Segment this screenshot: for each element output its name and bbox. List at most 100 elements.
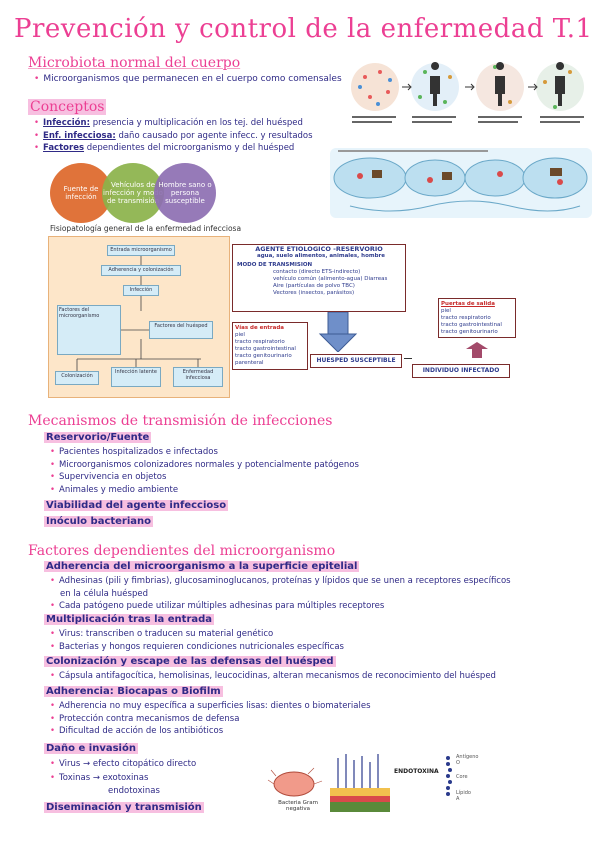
flow-box: Entrada microorganismo <box>107 245 175 256</box>
biocapas-text: Adherencia: Biocapas o Biofilm <box>44 686 223 697</box>
conceptos-heading-text: Conceptos <box>28 99 107 115</box>
bacteria-figure: Bacteria Gram negativa <box>264 762 330 818</box>
etiologico-title: AGENTE ETIOLOGICO -RESERVORIO <box>255 245 383 253</box>
venn-circle-hombre: Hombre sano o persona susceptible <box>154 163 216 223</box>
dano-virus-line: •Virus → efecto citopático directo <box>50 759 197 769</box>
list-item-text: Bacterias y hongos requieren condiciones… <box>59 641 344 652</box>
lipid-label: Lípido A <box>456 790 471 802</box>
core-label: Core <box>456 774 468 780</box>
multiplicacion-list: •Virus: transcriben o traducen su materi… <box>50 628 344 653</box>
multiplicacion-text: Multiplicación tras la entrada <box>44 614 215 625</box>
flow-box: Adherencia y colonización <box>101 265 181 276</box>
multiplicacion-subheading: Multiplicación tras la entrada <box>44 614 215 625</box>
transmission-chain-figure <box>330 148 592 218</box>
concepto-item: •Infección: presencia y multiplicación e… <box>34 118 303 128</box>
conceptos-heading: Conceptos <box>28 99 107 115</box>
list-item: en la célula huésped <box>50 588 511 601</box>
dano-toxinas-line: •Toxinas → exotoxinas <box>50 773 149 783</box>
flow-box: Factores del huésped <box>149 321 213 339</box>
list-item: •Virus: transcriben o traducen su materi… <box>50 629 274 639</box>
pathophysiology-flow: Entrada microorganismo Adherencia y colo… <box>48 236 230 398</box>
endotoxina-label: ENDOTOXINA <box>394 768 439 775</box>
concepto-text: dependientes del microorganismo y del hu… <box>86 143 295 153</box>
venn-circle-fuente: Fuente de infección <box>50 163 112 223</box>
list-item-text: Animales y medio ambiente <box>59 484 179 495</box>
concepto-item: •Factores dependientes del microorganism… <box>34 143 295 153</box>
salida-title: Puertas de salida <box>441 301 495 307</box>
list-item: •Adherencia no muy específica a superfic… <box>50 701 371 711</box>
entrada-line: parenteral <box>235 360 264 366</box>
endotoxin-figure: ENDOTOXINA Antígeno O Core Lípido A <box>330 748 479 818</box>
list-item: •Cápsula antifagocítica, hemolisinas, le… <box>50 671 496 681</box>
list-item: •Animales y medio ambiente <box>50 484 179 495</box>
modo-line: Vectores (insectos, parásitos) <box>273 290 355 296</box>
biocapas-list: •Adherencia no muy específica a superfic… <box>50 700 371 738</box>
salida-line: piel <box>441 308 451 314</box>
bacteria-label: Bacteria Gram negativa <box>278 800 318 812</box>
concepto-text: daño causado por agente infecc. y result… <box>118 130 313 141</box>
adherencia-list: •Adhesinas (pili y fimbrias), glucosamin… <box>50 575 511 613</box>
venn-diagram: Fuente de infección Vehículos de infecci… <box>50 163 216 223</box>
adherencia-text: Adherencia del microorganismo a la super… <box>44 561 360 572</box>
reservorio-text: Reservorio/Fuente <box>44 432 152 443</box>
mecanismos-list: •Pacientes hospitalizados e infectados •… <box>50 446 359 496</box>
virus-label: Virus <box>59 759 81 769</box>
microbiota-figure <box>350 52 590 132</box>
entrada-line: tracto gastrointestinal <box>235 346 296 352</box>
inoculo-text: Inóculo bacteriano <box>44 516 154 527</box>
list-item: •Supervivencia en objetos <box>50 472 167 482</box>
salida-line: tracto respiratorio <box>441 315 491 321</box>
list-item: •Microorganismos colonizadores normales … <box>50 459 359 470</box>
inoculo-subheading: Inóculo bacteriano <box>44 516 154 527</box>
list-item-text: Adherencia no muy específica a superfici… <box>59 701 371 711</box>
salida-line: tracto genitourinario <box>441 329 498 335</box>
viabilidad-subheading: Viabilidad del agente infeccioso <box>44 500 229 511</box>
colonizacion-list: •Cápsula antifagocítica, hemolisinas, le… <box>50 670 496 683</box>
reservorio-subheading: Reservorio/Fuente <box>44 432 152 443</box>
flow-box: Colonización <box>55 371 99 385</box>
list-item-text: Microorganismos colonizadores normales y… <box>59 459 359 470</box>
entrada-line: tracto respiratorio <box>235 339 285 345</box>
antigen-label: Antígeno O <box>456 754 479 766</box>
diseminacion-subheading: Diseminación y transmisión <box>44 802 204 813</box>
endotoxinas-line: endotoxinas <box>108 786 160 796</box>
puertas-salida-box: Puertas de salida piel tracto respirator… <box>438 298 516 338</box>
up-arrow-icon <box>466 342 488 358</box>
venn-circle-vehiculos: Vehículos de infección y modo de transmi… <box>102 163 164 223</box>
salida-line: tracto gastrointestinal <box>441 322 502 328</box>
list-item: •Pacientes hospitalizados e infectados <box>50 447 218 457</box>
list-item-text: Pacientes hospitalizados e infectados <box>59 447 218 457</box>
huesped-box: HUESPED SUSCEPTIBLE <box>310 354 402 368</box>
list-item-text: en la célula huésped <box>60 588 148 599</box>
concepto-label: Enf. infecciosa: <box>43 130 116 141</box>
list-item-text: Cada patógeno puede utilizar múltiples a… <box>59 601 385 611</box>
flow-box: Infección latente <box>111 367 161 387</box>
arrow-right-icon: → <box>92 773 100 783</box>
flow-box: Enfermedad infecciosa <box>173 367 223 387</box>
endotoxinas-text: endotoxinas <box>108 786 160 796</box>
modo-line: Aire (partículas de polvo TBC) <box>273 283 355 289</box>
colonizacion-text: Colonización y escape de las defensas de… <box>44 656 336 667</box>
infectado-box: INDIVIDUO INFECTADO <box>412 364 510 378</box>
toxinas-label: Toxinas <box>59 773 91 783</box>
flow-box: Infección <box>123 285 159 296</box>
virus-text: efecto citopático directo <box>92 759 197 769</box>
venn-caption: Fisiopatología general de la enfermedad … <box>50 224 242 233</box>
list-item: •Dificultad de acción de los antibiótico… <box>50 726 224 736</box>
entrada-title: Vías de entrada <box>235 325 284 331</box>
modo-line: vehículo común (alimento-agua) Diarreas <box>273 276 388 282</box>
entrada-line: tracto genitourinario <box>235 353 292 359</box>
viabilidad-text: Viabilidad del agente infeccioso <box>44 500 229 511</box>
exotoxinas-text: exotoxinas <box>102 773 149 783</box>
list-item: •Bacterias y hongos requieren condicione… <box>50 641 344 652</box>
concepto-item: •Enf. infecciosa: daño causado por agent… <box>34 130 313 141</box>
arrow-right-icon: → <box>83 759 91 769</box>
list-item-text: Virus: transcriben o traducen su materia… <box>59 629 274 639</box>
concepto-label: Factores <box>43 143 85 153</box>
list-item: •Cada patógeno puede utilizar múltiples … <box>50 601 385 611</box>
list-item-text: Cápsula antifagocítica, hemolisinas, leu… <box>59 671 496 681</box>
list-item: •Protección contra mecanismos de defensa <box>50 713 240 724</box>
adherencia-subheading: Adherencia del microorganismo a la super… <box>44 561 360 572</box>
flow-box: Factores del microorganismo <box>57 305 121 355</box>
entrada-line: piel <box>235 332 245 338</box>
